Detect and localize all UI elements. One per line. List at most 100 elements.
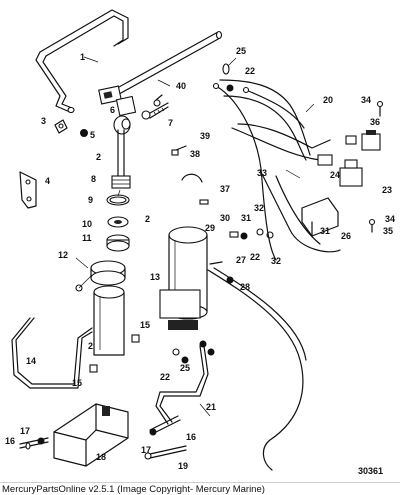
callout-15b: 15	[72, 378, 82, 388]
callout-38: 38	[190, 149, 200, 159]
callout-34b: 34	[385, 214, 395, 224]
callout-17a: 17	[20, 426, 30, 436]
callout-6: 6	[110, 105, 115, 115]
callout-37: 37	[220, 184, 230, 194]
part-33-wire	[212, 82, 305, 261]
part-2-rod	[117, 129, 125, 177]
part-27-pin	[209, 261, 223, 265]
copyright-footer: MercuryPartsOnline v2.5.1 (Image Copyrig…	[0, 482, 400, 495]
part-39-bolt	[171, 145, 187, 156]
callout-31a: 31	[241, 213, 251, 223]
part-19-bolt	[144, 445, 187, 460]
callout-4: 4	[45, 176, 50, 186]
callout-20: 20	[323, 95, 333, 105]
callout-11: 11	[82, 233, 92, 243]
lower-harness	[207, 267, 307, 471]
part-13-motor	[159, 226, 215, 356]
part-3-clip	[54, 119, 68, 134]
part-10-washer	[107, 216, 129, 228]
part-35-screw	[368, 218, 376, 233]
part-25-fuse-top	[222, 63, 230, 75]
callout-8: 8	[91, 174, 96, 184]
part-12-band	[90, 260, 126, 286]
part-25-fitting	[181, 356, 189, 364]
callout-24: 24	[330, 170, 340, 180]
part-30-nut	[240, 232, 248, 240]
callout-5: 5	[90, 130, 95, 140]
part-14-tube	[11, 317, 93, 389]
part-9-oring	[106, 194, 130, 206]
part-7-bolt	[141, 94, 169, 120]
part-6-bushing	[113, 115, 131, 135]
callout-16a: 16	[5, 436, 15, 446]
part-22-fuse-holder	[226, 84, 234, 92]
part-29-connector	[229, 231, 239, 238]
callout-14: 14	[26, 356, 36, 366]
callout-22b: 22	[250, 252, 260, 262]
part-40-bar	[98, 30, 223, 117]
part-26-bracket	[301, 197, 339, 237]
part-38-clip	[181, 173, 203, 183]
part-37-pin	[199, 199, 209, 205]
callout-31b: 31	[320, 226, 330, 236]
callout-28: 28	[240, 282, 250, 292]
callout-30: 30	[220, 213, 230, 223]
callout-23: 23	[382, 185, 392, 195]
part-18-bracket	[53, 403, 129, 467]
callout-33: 33	[257, 168, 267, 178]
callout-19: 19	[178, 461, 188, 471]
callout-9: 9	[88, 195, 93, 205]
callout-21: 21	[206, 402, 216, 412]
callout-3: 3	[41, 116, 46, 126]
part-24-relay	[339, 159, 363, 187]
part-1-tube	[35, 9, 129, 114]
part-17-washer-left	[25, 442, 31, 450]
leader-lines	[75, 56, 315, 417]
callout-2b: 2	[145, 214, 150, 224]
part-16-bolt-left	[19, 437, 49, 449]
callout-17b: 17	[141, 445, 151, 455]
part-12-screw	[75, 275, 92, 292]
callout-36: 36	[370, 117, 380, 127]
callout-29: 29	[205, 223, 215, 233]
figure-number: 30361	[358, 466, 384, 476]
part-8-gland	[111, 175, 131, 189]
callout-39: 39	[200, 131, 210, 141]
callout-22c: 22	[160, 372, 170, 382]
part-21-hose	[155, 345, 209, 425]
callout-15a: 15	[140, 320, 150, 330]
part-5-nut	[80, 129, 88, 137]
callout-13: 13	[150, 272, 160, 282]
callout-1: 1	[80, 52, 85, 62]
callout-25b: 25	[180, 363, 190, 373]
part-20-harness	[219, 79, 357, 253]
callout-27: 27	[236, 255, 246, 265]
part-11-piston	[106, 234, 130, 252]
callout-12: 12	[58, 250, 68, 260]
part-31-nut	[256, 228, 264, 236]
callout-22a: 22	[245, 66, 255, 76]
callout-40: 40	[176, 81, 186, 91]
part-22-fitting	[172, 348, 180, 356]
callout-35: 35	[383, 226, 393, 236]
part-15-fitting-a	[131, 334, 140, 343]
callout-7: 7	[168, 118, 173, 128]
callout-labels: 1 2 2 2 3 4 5 6 7 8 9 10 11 12 13 14 15 …	[5, 46, 395, 471]
part-34-screw-top	[376, 100, 384, 117]
callout-10: 10	[82, 219, 92, 229]
callout-32a: 32	[254, 203, 264, 213]
callout-2a: 2	[96, 152, 101, 162]
callout-32b: 32	[271, 256, 281, 266]
callout-2c: 2	[88, 341, 93, 351]
callout-25a: 25	[236, 46, 246, 56]
callout-26: 26	[341, 231, 351, 241]
part-36-relay-top	[361, 130, 381, 151]
callout-18: 18	[96, 452, 106, 462]
part-4-strap	[19, 171, 37, 209]
callout-34a: 34	[361, 95, 371, 105]
part-16-bolt-right	[149, 415, 181, 436]
part-15-fitting-b	[89, 364, 98, 373]
callout-16b: 16	[186, 432, 196, 442]
